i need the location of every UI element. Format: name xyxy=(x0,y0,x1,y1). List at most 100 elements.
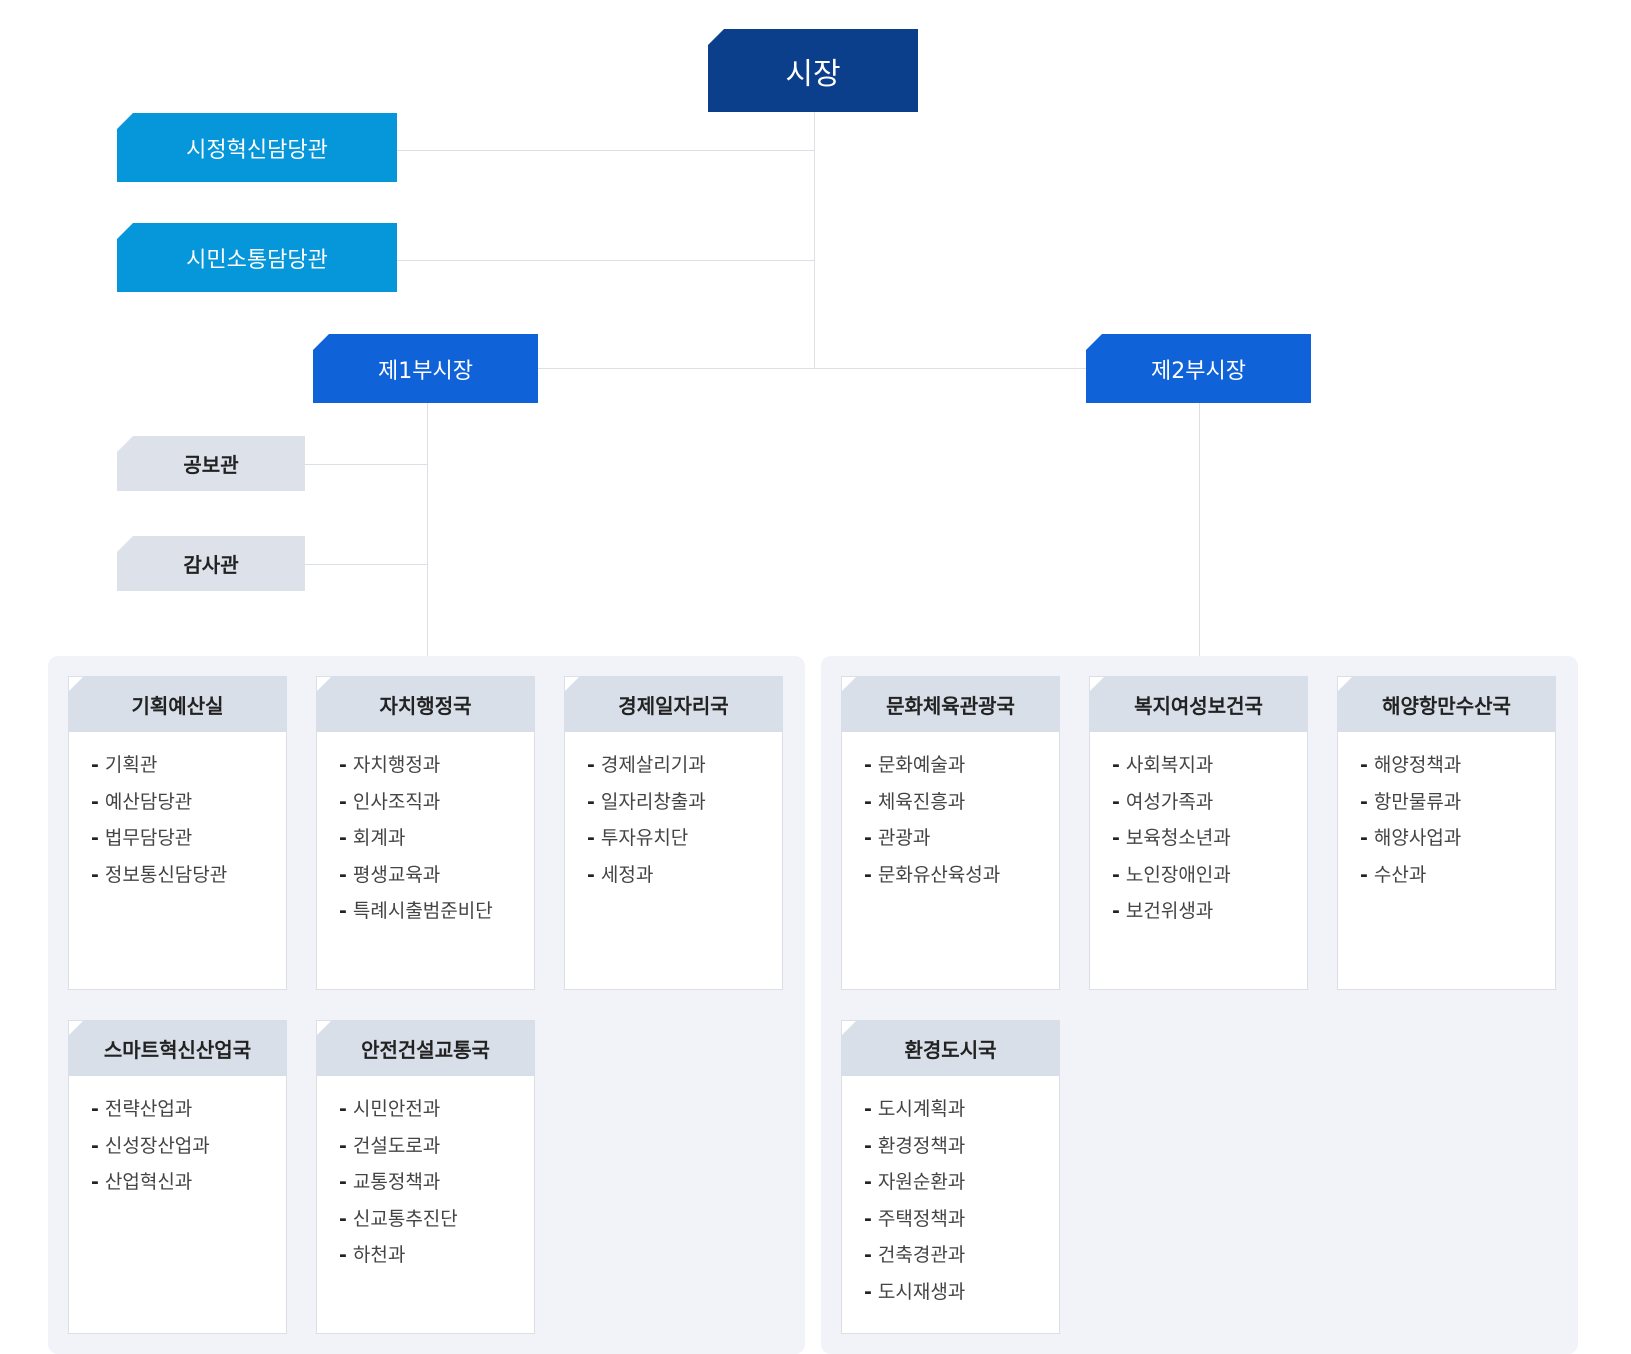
division-label: 사회복지과 xyxy=(1125,754,1214,776)
dash-marker: - xyxy=(864,1207,872,1230)
division-item: -전략산업과 xyxy=(91,1096,286,1133)
division-item: -해양사업과 xyxy=(1360,825,1555,862)
division-label: 도시계획과 xyxy=(877,1098,966,1120)
special-officer-node-2: 시민소통담당관 xyxy=(117,223,397,292)
dash-marker: - xyxy=(864,1171,872,1193)
division-label: 인사조직과 xyxy=(352,790,441,813)
division-label: 수산과 xyxy=(1373,863,1427,886)
division-item: -교통정책과 xyxy=(339,1169,534,1206)
division-list: -도시계획과 -환경정책과 -자원순환과 -주택정책과 -건축경관과 -도시재생… xyxy=(842,1076,1059,1315)
division-item: -보육청소년과 xyxy=(1112,825,1307,862)
bureau-title: 문화체육관광국 xyxy=(841,676,1060,732)
staff-officer-node-2: 감사관 xyxy=(117,536,305,591)
dash-marker: - xyxy=(1112,790,1120,813)
division-label: 시민안전과 xyxy=(352,1098,441,1120)
deputy-1-trunk-line xyxy=(427,403,428,656)
dash-marker: - xyxy=(1112,754,1120,776)
division-label: 산업혁신과 xyxy=(104,1171,193,1193)
division-item: -정보통신담당관 xyxy=(91,862,286,899)
bureau-card: 복지여성보건국 -사회복지과 -여성가족과 -보육청소년과 -노인장애인과 -보… xyxy=(1089,676,1308,990)
division-label: 여성가족과 xyxy=(1125,790,1214,813)
dash-marker: - xyxy=(91,863,99,886)
first-deputy-mayor-node: 제1부시장 xyxy=(313,334,538,403)
bureau-title: 복지여성보건국 xyxy=(1089,676,1308,732)
division-item: -여성가족과 xyxy=(1112,789,1307,826)
division-label: 주택정책과 xyxy=(877,1207,966,1230)
division-item: -시민안전과 xyxy=(339,1096,534,1133)
division-item: -수산과 xyxy=(1360,862,1555,899)
division-label: 환경정책과 xyxy=(877,1134,966,1157)
division-label: 평생교육과 xyxy=(352,863,441,886)
division-label: 신교통추진단 xyxy=(352,1207,458,1230)
bureau-card: 해양항만수산국 -해양정책과 -항만물류과 -해양사업과 -수산과 xyxy=(1337,676,1556,990)
dash-marker: - xyxy=(1360,754,1368,776)
division-item: -건설도로과 xyxy=(339,1133,534,1170)
mayor-label: 시장 xyxy=(785,56,841,92)
division-item: -체육진흥과 xyxy=(864,789,1059,826)
division-item: -문화예술과 xyxy=(864,752,1059,789)
special-officer-node-1: 시정혁신담당관 xyxy=(117,113,397,182)
division-label: 자원순환과 xyxy=(877,1171,966,1193)
dash-marker: - xyxy=(587,863,595,886)
division-item: -관광과 xyxy=(864,825,1059,862)
division-list: -해양정책과 -항만물류과 -해양사업과 -수산과 xyxy=(1338,732,1555,898)
special-officer-2-connector xyxy=(397,260,814,261)
division-item: -신교통추진단 xyxy=(339,1206,534,1243)
division-item: -예산담당관 xyxy=(91,789,286,826)
division-item: -사회복지과 xyxy=(1112,752,1307,789)
first-deputy-mayor-label: 제1부시장 xyxy=(378,358,473,384)
division-item: -세정과 xyxy=(587,862,782,899)
division-item: -산업혁신과 xyxy=(91,1169,286,1206)
division-item: -평생교육과 xyxy=(339,862,534,899)
division-label: 세정과 xyxy=(600,863,654,886)
division-label: 하천과 xyxy=(352,1244,406,1266)
dash-marker: - xyxy=(864,863,872,886)
dash-marker: - xyxy=(1112,863,1120,886)
dash-marker: - xyxy=(864,827,872,849)
division-label: 회계과 xyxy=(352,827,406,849)
dash-marker: - xyxy=(864,1280,872,1303)
division-label: 자치행정과 xyxy=(352,754,441,776)
division-item: -법무담당관 xyxy=(91,825,286,862)
dash-marker: - xyxy=(864,790,872,813)
dash-marker: - xyxy=(1360,827,1368,849)
division-item: -회계과 xyxy=(339,825,534,862)
division-label: 일자리창출과 xyxy=(600,790,706,813)
division-label: 관광과 xyxy=(877,827,931,849)
division-label: 항만물류과 xyxy=(1373,790,1462,813)
dash-marker: - xyxy=(339,863,347,886)
division-item: -건축경관과 xyxy=(864,1242,1059,1279)
bureau-card: 문화체육관광국 -문화예술과 -체육진흥과 -관광과 -문화유산육성과 xyxy=(841,676,1060,990)
dash-marker: - xyxy=(339,1098,347,1120)
staff-officer-label: 감사관 xyxy=(183,553,239,577)
bureau-card: 기획예산실 -기획관 -예산담당관 -법무담당관 -정보통신담당관 xyxy=(68,676,287,990)
bureau-title: 환경도시국 xyxy=(841,1020,1060,1076)
division-item: -기획관 xyxy=(91,752,286,789)
deputy-2-connector xyxy=(814,368,1086,369)
division-item: -하천과 xyxy=(339,1242,534,1279)
dash-marker: - xyxy=(339,1207,347,1230)
division-label: 신성장산업과 xyxy=(104,1134,210,1157)
division-label: 노인장애인과 xyxy=(1125,863,1231,886)
special-officer-label: 시정혁신담당관 xyxy=(186,137,328,163)
division-label: 기획관 xyxy=(104,754,158,776)
division-item: -주택정책과 xyxy=(864,1206,1059,1243)
division-list: -문화예술과 -체육진흥과 -관광과 -문화유산육성과 xyxy=(842,732,1059,898)
staff-officer-2-connector xyxy=(305,564,427,565)
dash-marker: - xyxy=(587,790,595,813)
division-list: -전략산업과 -신성장산업과 -산업혁신과 xyxy=(69,1076,286,1206)
division-list: -기획관 -예산담당관 -법무담당관 -정보통신담당관 xyxy=(69,732,286,898)
dash-marker: - xyxy=(339,1134,347,1157)
dash-marker: - xyxy=(1112,827,1120,849)
division-list: -자치행정과 -인사조직과 -회계과 -평생교육과 -특례시출범준비단 xyxy=(317,732,534,935)
dash-marker: - xyxy=(339,827,347,849)
dash-marker: - xyxy=(91,1134,99,1157)
division-item: -일자리창출과 xyxy=(587,789,782,826)
division-label: 전략산업과 xyxy=(104,1098,193,1120)
dash-marker: - xyxy=(864,754,872,776)
second-deputy-mayor-label: 제2부시장 xyxy=(1151,358,1246,384)
division-label: 경제살리기과 xyxy=(600,754,706,776)
dash-marker: - xyxy=(339,1244,347,1266)
division-label: 건설도로과 xyxy=(352,1134,441,1157)
division-label: 정보통신담당관 xyxy=(104,863,228,886)
